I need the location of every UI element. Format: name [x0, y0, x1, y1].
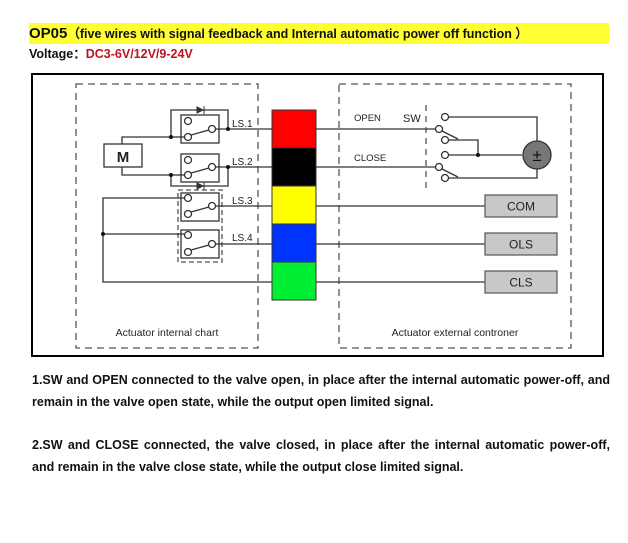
ls2-label: LS.2: [232, 157, 253, 168]
wire-color-bar: [271, 109, 317, 301]
model-description: （five wires with signal feedback and Int…: [67, 27, 528, 41]
common-bus: [102, 197, 272, 283]
internal-caption: Actuator internal chart: [116, 327, 219, 339]
note-open: 1.SW and OPEN connected to the valve ope…: [32, 373, 610, 409]
power-source-icon: [522, 140, 552, 170]
instruction-notes: 1.SW and OPEN connected to the valve ope…: [32, 369, 610, 499]
terminal-com-label: COM: [507, 200, 535, 214]
ls3-label: LS.3: [232, 196, 253, 207]
motor-label: M: [117, 149, 130, 166]
terminal-ols-box: [484, 232, 558, 256]
wire-color-yellow: [271, 185, 317, 225]
wire-color-green: [271, 261, 317, 301]
wiring-diagram-frame: [31, 73, 604, 357]
diode-icon: [196, 182, 205, 190]
motor-lead-top: [121, 136, 171, 144]
voltage-value: DC3-6V/12V/9-24V: [85, 47, 193, 61]
terminal-com-box: [484, 194, 558, 218]
motor-lead-bottom: [121, 167, 171, 176]
switch-label: SW: [403, 113, 421, 125]
wire-color-black: [271, 147, 317, 187]
note-close: 2.SW and CLOSE connected, the valve clos…: [32, 438, 610, 474]
terminal-cls-box: [484, 270, 558, 294]
ls3-switch-box: [180, 192, 220, 222]
voltage-line: Voltage：DC3-6V/12V/9-24V: [29, 45, 193, 63]
wire-color-blue: [271, 223, 317, 263]
voltage-label: Voltage：: [29, 47, 86, 61]
motor-box: [103, 143, 143, 168]
close-label: CLOSE: [354, 153, 386, 164]
ls4-label: LS.4: [232, 233, 253, 244]
ls1-label: LS.1: [232, 119, 253, 130]
terminal-blocks: COM OLS CLS: [484, 194, 558, 294]
ls2-switch-box: [180, 153, 220, 183]
power-symbol: ±: [532, 146, 541, 165]
external-caption: Actuator external controner: [392, 327, 519, 339]
external-boundary: [338, 83, 572, 349]
open-label: OPEN: [354, 113, 381, 124]
terminal-ols-label: OLS: [509, 238, 533, 252]
terminal-cls-label: CLS: [509, 276, 532, 290]
model-title-banner: OP05（five wires with signal feedback and…: [29, 23, 609, 44]
model-code: OP05: [29, 25, 68, 42]
wire-color-red: [271, 109, 317, 149]
diode-icon: [196, 106, 205, 114]
internal-boundary: [75, 83, 259, 349]
